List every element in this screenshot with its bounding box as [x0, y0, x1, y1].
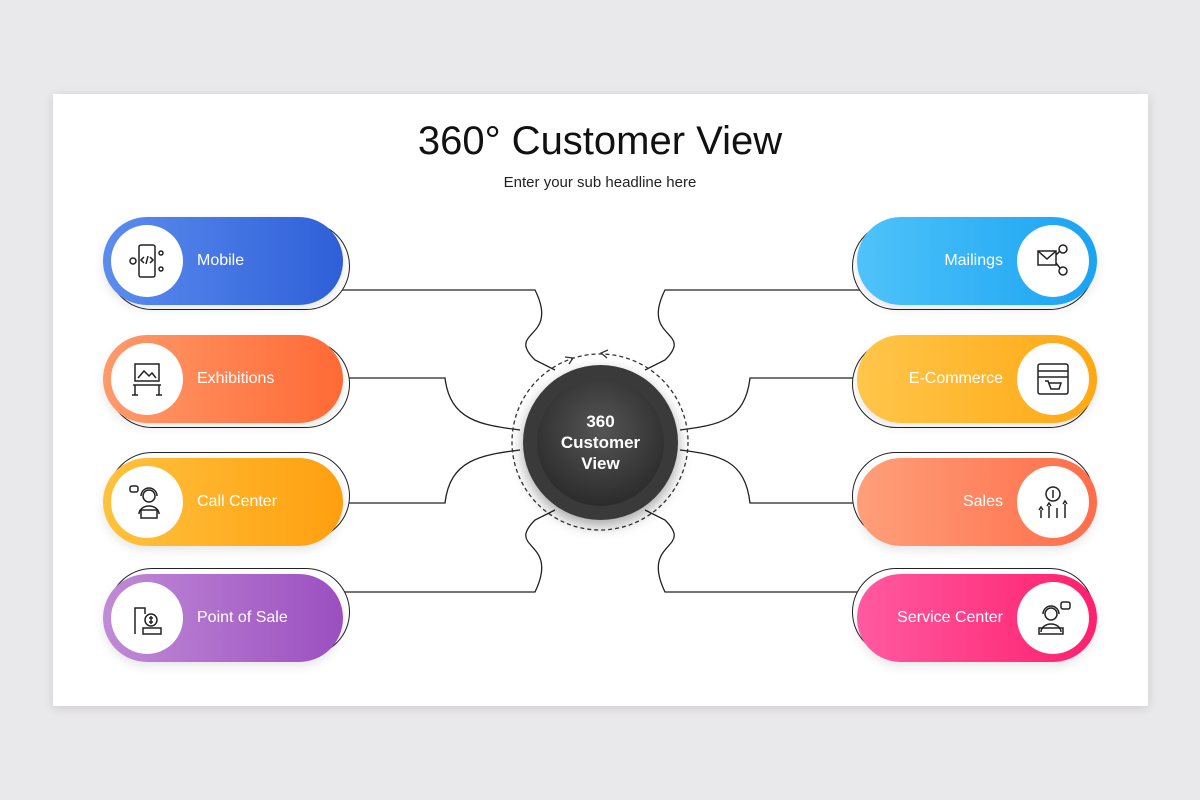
channel-label: E-Commerce	[908, 370, 1003, 387]
slide-subtitle: Enter your sub headline here	[503, 174, 697, 191]
channel-mobile[interactable]: Mobile	[103, 217, 343, 305]
slide-title: 360° Customer View	[417, 119, 783, 163]
hub-label: 360 Customer View	[560, 412, 641, 473]
call-center-agent-icon	[111, 466, 183, 538]
hub-circle[interactable]: 360 Customer View	[523, 365, 678, 520]
channel-mailings[interactable]: Mailings	[857, 217, 1097, 305]
exhibition-icon	[111, 343, 183, 415]
channel-e-commerce[interactable]: E-Commerce	[857, 335, 1097, 423]
channel-label: Point of Sale	[197, 609, 288, 626]
ring-arrow-icon	[599, 349, 609, 359]
mailing-network-icon	[1017, 225, 1089, 297]
mobile-code-icon	[111, 225, 183, 297]
online-store-icon	[1017, 343, 1089, 415]
channel-label: Service Center	[897, 609, 1003, 626]
channel-call-center[interactable]: Call Center	[103, 458, 343, 546]
service-agent-icon	[1017, 582, 1089, 654]
channel-label: Mailings	[944, 252, 1003, 269]
sales-growth-icon	[1017, 466, 1089, 538]
channel-exhibitions[interactable]: Exhibitions	[103, 335, 343, 423]
hub-inner: 360 Customer View	[537, 379, 664, 506]
channel-label: Mobile	[197, 252, 245, 269]
channel-label: Exhibitions	[197, 370, 275, 387]
channel-sales[interactable]: Sales	[857, 458, 1097, 546]
channel-label: Call Center	[197, 493, 278, 510]
channel-service-center[interactable]: Service Center	[857, 574, 1097, 662]
channel-label: Sales	[962, 493, 1003, 510]
channel-point-of-sale[interactable]: Point of Sale	[103, 574, 343, 662]
ring-arrow-icon	[564, 356, 575, 365]
point-of-sale-icon	[111, 582, 183, 654]
